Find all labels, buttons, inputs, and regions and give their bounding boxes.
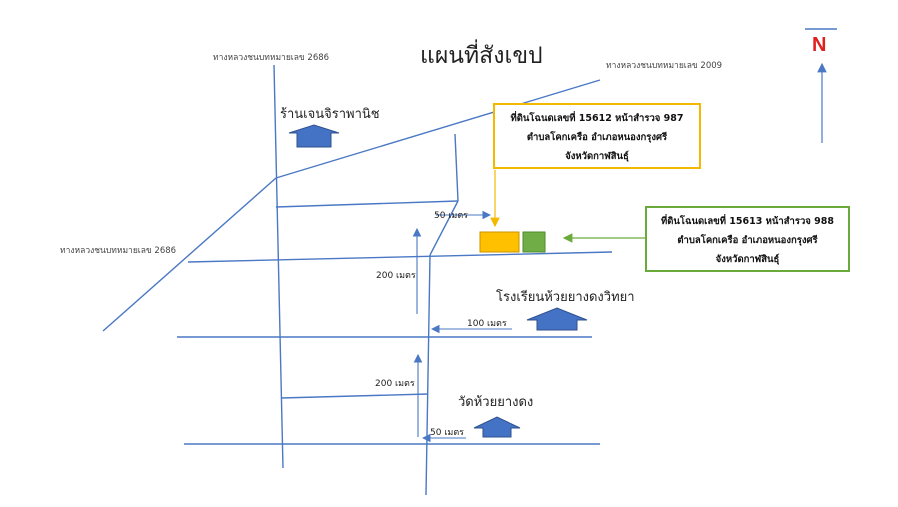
parcel-15613-line1: ที่ดินโฉนดเลขที่ 15613 หน้าสำรวจ 988 xyxy=(660,216,835,227)
parcel-15612-line1: ที่ดินโฉนดเลขที่ 15612 หน้าสำรวจ 987 xyxy=(510,113,684,124)
road-label-2009: ทางหลวงชนบทหมายเลข 2009 xyxy=(606,61,723,71)
road-vertical-short xyxy=(454,133,459,202)
parcel-15612-line2: ตำบลโคกเครือ อำเภอหนองกรุงศรี xyxy=(526,132,668,143)
road-label-2686-top: ทางหลวงชนบทหมายเลข 2686 xyxy=(213,53,330,63)
distance-label-100: 100 เมตร xyxy=(467,319,507,329)
shop-arrow-icon xyxy=(288,124,340,148)
parcel-15613 xyxy=(522,231,546,253)
parcel-15613-line2: ตำบลโคกเครือ อำเภอหนองกรุงศรี xyxy=(677,235,818,246)
map-title: แผนที่สังเขป xyxy=(420,43,543,69)
road-lower-branch xyxy=(280,393,429,399)
place-label-school: โรงเรียนห้วยยางดงวิทยา xyxy=(496,290,635,305)
road-2009-diagonal xyxy=(275,79,601,179)
parcel-15612-line3: จังหวัดกาฬสินธุ์ xyxy=(565,151,629,162)
place-label-temple: วัดห้วยยางดง xyxy=(458,395,534,410)
temple-arrow-icon xyxy=(473,416,521,438)
parcel-15612-info-box: ที่ดินโฉนดเลขที่ 15612 หน้าสำรวจ 987 ตำบ… xyxy=(493,103,701,169)
road-diagonal-left xyxy=(102,177,277,332)
parcel-15612 xyxy=(479,231,520,253)
distance-label-200-lower: 200 เมตร xyxy=(375,379,415,389)
north-label: N xyxy=(812,34,827,56)
road-2686-vertical xyxy=(273,64,284,469)
distance-label-50-top: 50 เมตร xyxy=(434,211,469,221)
distance-label-50-bottom: 50 เมตร xyxy=(430,428,465,438)
road-vertical-lower xyxy=(425,254,431,496)
road-bend xyxy=(429,200,459,256)
distance-label-200-upper: 200 เมตร xyxy=(376,271,416,281)
road-label-2686-left: ทางหลวงชนบทหมายเลข 2686 xyxy=(60,246,177,256)
road-branch-upper xyxy=(275,200,459,208)
road-network xyxy=(102,64,613,496)
parcel-15613-line3: จังหวัดกาฬสินธุ์ xyxy=(715,254,780,265)
road-2686-horizontal xyxy=(187,251,613,263)
school-arrow-icon xyxy=(526,307,588,331)
parcel-15613-info-box: ที่ดินโฉนดเลขที่ 15613 หน้าสำรวจ 988 ตำบ… xyxy=(645,206,850,272)
place-label-shop: ร้านเจนจิราพานิช xyxy=(280,107,380,122)
